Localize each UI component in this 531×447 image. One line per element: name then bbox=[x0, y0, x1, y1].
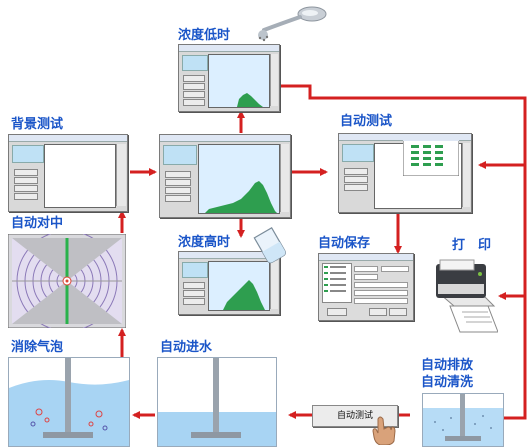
auto-test-button[interactable]: 自动测试 bbox=[312, 405, 398, 427]
label-auto-clean: 自动清洗 bbox=[421, 375, 474, 390]
tank-remove-bubbles bbox=[8, 357, 130, 447]
label-auto-test: 自动测试 bbox=[340, 114, 393, 129]
label-conc-high: 浓度高时 bbox=[178, 235, 231, 250]
window-main-measure bbox=[159, 134, 291, 218]
tank-drain-clean bbox=[422, 393, 504, 447]
printer-icon bbox=[436, 259, 498, 333]
window-conc-high bbox=[178, 251, 280, 315]
beaker-icon bbox=[253, 227, 286, 264]
arrow-low-to-autotest bbox=[280, 84, 527, 169]
arrow-to-drain bbox=[503, 296, 527, 420]
window-auto-save bbox=[318, 253, 414, 321]
label-auto-water-in: 自动进水 bbox=[160, 340, 213, 355]
window-conc-low bbox=[178, 44, 280, 112]
label-auto-drain: 自动排放 bbox=[421, 358, 474, 373]
hand-pointer-icon bbox=[372, 416, 396, 445]
label-auto-center: 自动对中 bbox=[11, 216, 64, 231]
label-auto-save: 自动保存 bbox=[318, 236, 371, 251]
window-auto-test bbox=[338, 133, 472, 213]
label-conc-low: 浓度低时 bbox=[178, 28, 231, 43]
tank-water-in bbox=[157, 357, 277, 447]
arrow-to-printer bbox=[498, 165, 527, 300]
label-remove-bubbles: 消除气泡 bbox=[11, 340, 64, 355]
label-background-test: 背景测试 bbox=[11, 117, 64, 132]
label-print: 打 印 bbox=[452, 238, 492, 253]
auto-center-image bbox=[8, 234, 126, 328]
window-background-test bbox=[8, 134, 128, 212]
spoon-icon bbox=[258, 6, 327, 42]
